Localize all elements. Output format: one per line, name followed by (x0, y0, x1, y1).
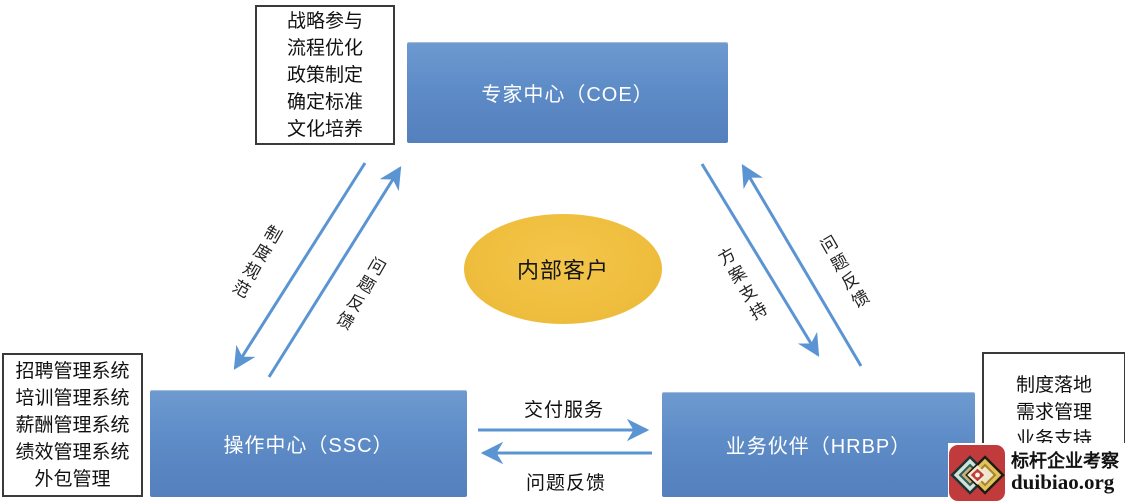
note-line: 政策制定 (286, 64, 363, 86)
note-line: 外包管理 (34, 468, 111, 490)
ssc-node: 操作中心（SSC） (150, 390, 467, 497)
note-line: 确定标准 (286, 91, 363, 113)
edge-hrbp-to-ssc-label: 问题反馈 (526, 473, 607, 494)
edge-coe-to-ssc-arrow (233, 162, 367, 370)
note-line: 需求管理 (1015, 402, 1092, 423)
edge-ssc-to-coe-arrow (267, 166, 402, 378)
watermark-brand-name: 标杆企业考察 (1011, 450, 1119, 471)
note-line: 制度落地 (1015, 375, 1092, 396)
diamond-logo-icon (949, 445, 1005, 501)
note-line: 招聘管理系统 (15, 360, 130, 382)
edge-hrbp-to-coe-arrow (741, 164, 863, 367)
internal-customer-label: 内部客户 (516, 258, 609, 283)
note-line: 薪酬管理系统 (15, 414, 130, 436)
edge-ssc-to-hrbp-label: 交付服务 (524, 400, 605, 421)
ssc-note-box: 招聘管理系统 培训管理系统 薪酬管理系统 绩效管理系统 外包管理 (2, 353, 143, 497)
coe-node: 专家中心（COE） (407, 42, 728, 143)
watermark-domain: duibiao.org (1011, 470, 1115, 495)
ssc-node-label: 操作中心（SSC） (223, 435, 394, 457)
hrbp-node: 业务伙伴（HRBP） (662, 392, 975, 497)
note-line: 培训管理系统 (15, 387, 130, 409)
note-line: 战略参与 (286, 10, 363, 32)
note-line: 文化培养 (286, 118, 363, 140)
edge-coe-to-hrbp-arrow (700, 163, 820, 357)
coe-note-box: 战略参与 流程优化 政策制定 确定标准 文化培养 (255, 5, 395, 145)
watermark-badge: 标杆企业考察 duibiao.org (948, 443, 1125, 503)
watermark-text: 标杆企业考察 duibiao.org (1011, 450, 1119, 495)
hrbp-node-label: 业务伙伴（HRBP） (725, 436, 912, 458)
note-line: 绩效管理系统 (15, 441, 130, 463)
coe-node-label: 专家中心（COE） (481, 84, 654, 106)
note-line: 流程优化 (286, 37, 363, 59)
internal-customer-ellipse: 内部客户 (464, 214, 662, 324)
